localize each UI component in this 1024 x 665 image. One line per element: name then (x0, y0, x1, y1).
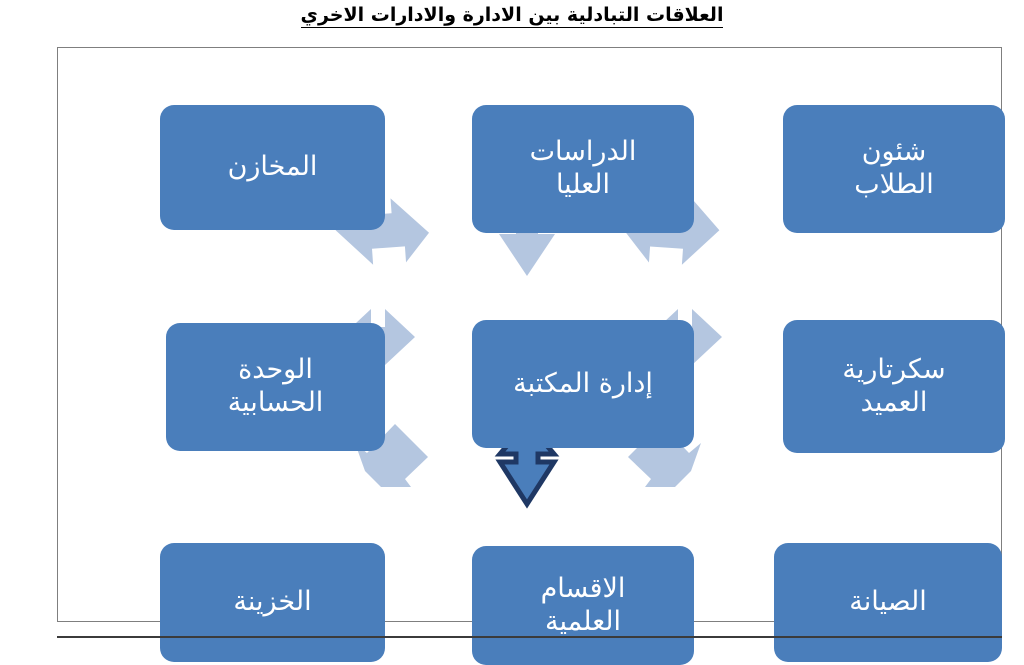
node-box-bottom-center[interactable]: الاقسام العلمية (472, 546, 694, 665)
node-label-line-2: العلمية (545, 605, 621, 637)
node-label-bottom-right: الصيانة (849, 586, 927, 618)
node-box-top-center[interactable]: الدراسات العليا (472, 105, 694, 233)
diagram-frame: المخازن الدراسات العليا شئون الطلاب الوح… (57, 47, 1005, 665)
node-label-bottom-center: الاقسام العلمية (480, 573, 686, 639)
node-box-top-right[interactable]: شئون الطلاب (783, 105, 1005, 233)
node-label-line-2: العميد (860, 386, 928, 418)
node-label-line-1: الوحدة (238, 354, 313, 386)
node-label-top-right: شئون الطلاب (791, 136, 997, 202)
node-box-bottom-left[interactable]: الخزينة (160, 543, 385, 662)
node-label-top-left: المخازن (227, 151, 318, 183)
node-label-center: إدارة المكتبة (513, 367, 653, 399)
node-label-line-1: الدراسات (529, 136, 637, 168)
footer-divider (57, 636, 1002, 638)
node-label-line-1: الاقسام (540, 572, 626, 604)
node-label-middle-right: سكرتارية العميد (791, 354, 997, 420)
node-box-bottom-right[interactable]: الصيانة (774, 543, 1002, 662)
node-box-middle-right[interactable]: سكرتارية العميد (783, 320, 1005, 453)
page-title: العلاقات التبادلية بين الادارة والادارات… (0, 4, 1024, 28)
node-label-bottom-left: الخزينة (233, 586, 312, 618)
node-box-top-left[interactable]: المخازن (160, 105, 385, 230)
node-box-center[interactable]: إدارة المكتبة (472, 320, 694, 448)
node-label-line-2: الحسابية (227, 387, 324, 418)
node-box-middle-left[interactable]: الوحدة الحسابية (166, 323, 385, 451)
node-label-line-2: الطلاب (854, 169, 934, 200)
connector-center-to-bottom-left (343, 421, 428, 501)
node-label-top-center: الدراسات العليا (480, 136, 686, 202)
node-label-middle-left: الوحدة الحسابية (174, 354, 377, 420)
node-label-line-1: سكرتارية (842, 353, 946, 385)
node-label-line-1: شئون (861, 136, 927, 168)
node-label-line-2: العليا (555, 169, 611, 200)
page-title-text: العلاقات التبادلية بين الادارة والادارات… (300, 4, 724, 28)
